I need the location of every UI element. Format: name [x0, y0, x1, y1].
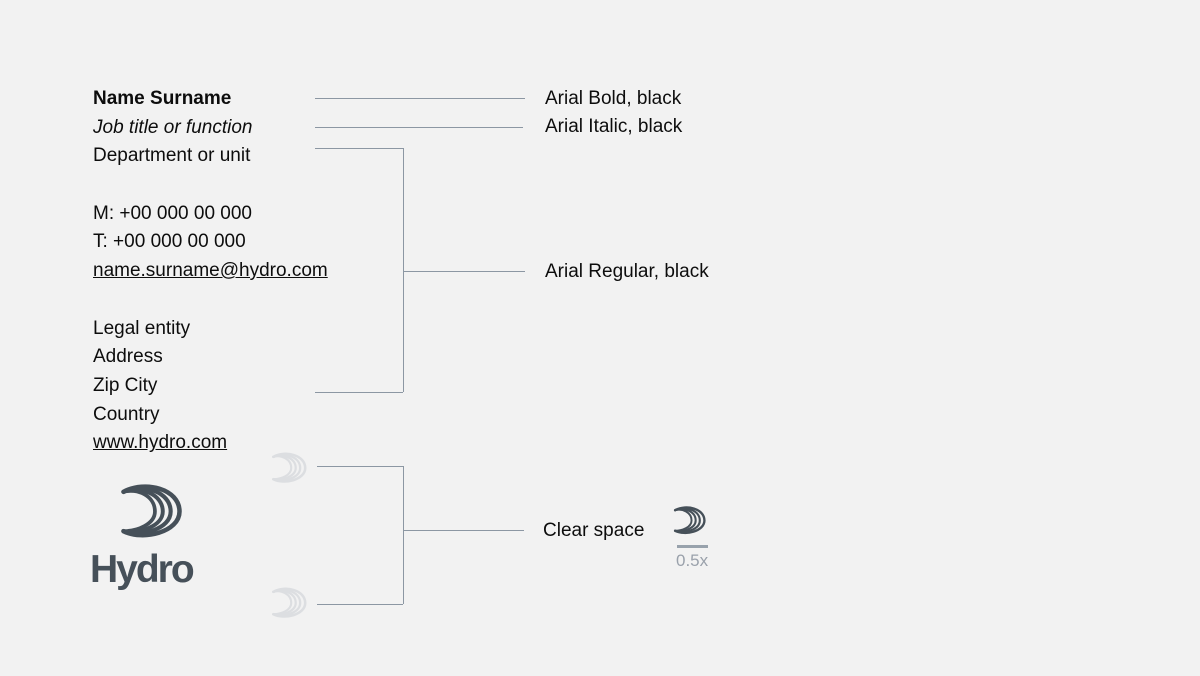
signature-line-website: www.hydro.com — [93, 432, 228, 454]
connector-body-bracket-arm — [403, 271, 525, 272]
ghost-crescent-bottom-icon — [270, 585, 308, 621]
signature-line-department: Department or unit — [93, 145, 251, 167]
clear-space-unit-bar — [677, 545, 708, 548]
signature-line-address: Address — [93, 346, 163, 368]
connector-name-line — [315, 98, 525, 99]
connector-body-bracket-top — [315, 148, 403, 149]
signature-line-spacer — [93, 286, 328, 315]
connector-clearspace-bracket-bottom — [317, 604, 403, 605]
clear-space-unit-crescent-icon — [672, 503, 707, 538]
connector-clearspace-bracket-arm — [403, 530, 524, 531]
signature-line-spacer — [93, 171, 328, 200]
connector-body-bracket-bottom — [315, 392, 403, 393]
annotation-clear-space: Clear space — [543, 520, 645, 541]
signature-line-telephone: T: +00 000 00 000 — [93, 231, 246, 253]
hydro-crescent-icon — [117, 482, 185, 541]
ghost-crescent-top-icon — [270, 450, 308, 486]
signature-line-name: Name Surname — [93, 88, 232, 109]
signature-line-legal-entity: Legal entity — [93, 317, 191, 339]
signature-line-email: name.surname@hydro.com — [93, 260, 328, 282]
signature-line-country: Country — [93, 403, 160, 425]
signature-specimen: Name Surname Job title or function Depar… — [93, 85, 328, 458]
connector-clearspace-bracket-stem — [403, 466, 404, 604]
annotation-arial-italic: Arial Italic, black — [545, 116, 683, 137]
connector-job-line — [315, 127, 523, 128]
clear-space-unit-label: 0.5x — [676, 551, 709, 570]
annotation-arial-bold: Arial Bold, black — [545, 88, 682, 109]
hydro-wordmark: Hydro — [90, 548, 195, 591]
signature-line-mobile: M: +00 000 00 000 — [93, 202, 252, 224]
connector-body-bracket-stem — [403, 148, 404, 392]
connector-clearspace-bracket-top — [317, 466, 403, 467]
annotation-arial-regular: Arial Regular, black — [545, 261, 709, 282]
signature-line-zip-city: Zip City — [93, 374, 158, 396]
signature-line-job-title: Job title or function — [93, 116, 253, 138]
